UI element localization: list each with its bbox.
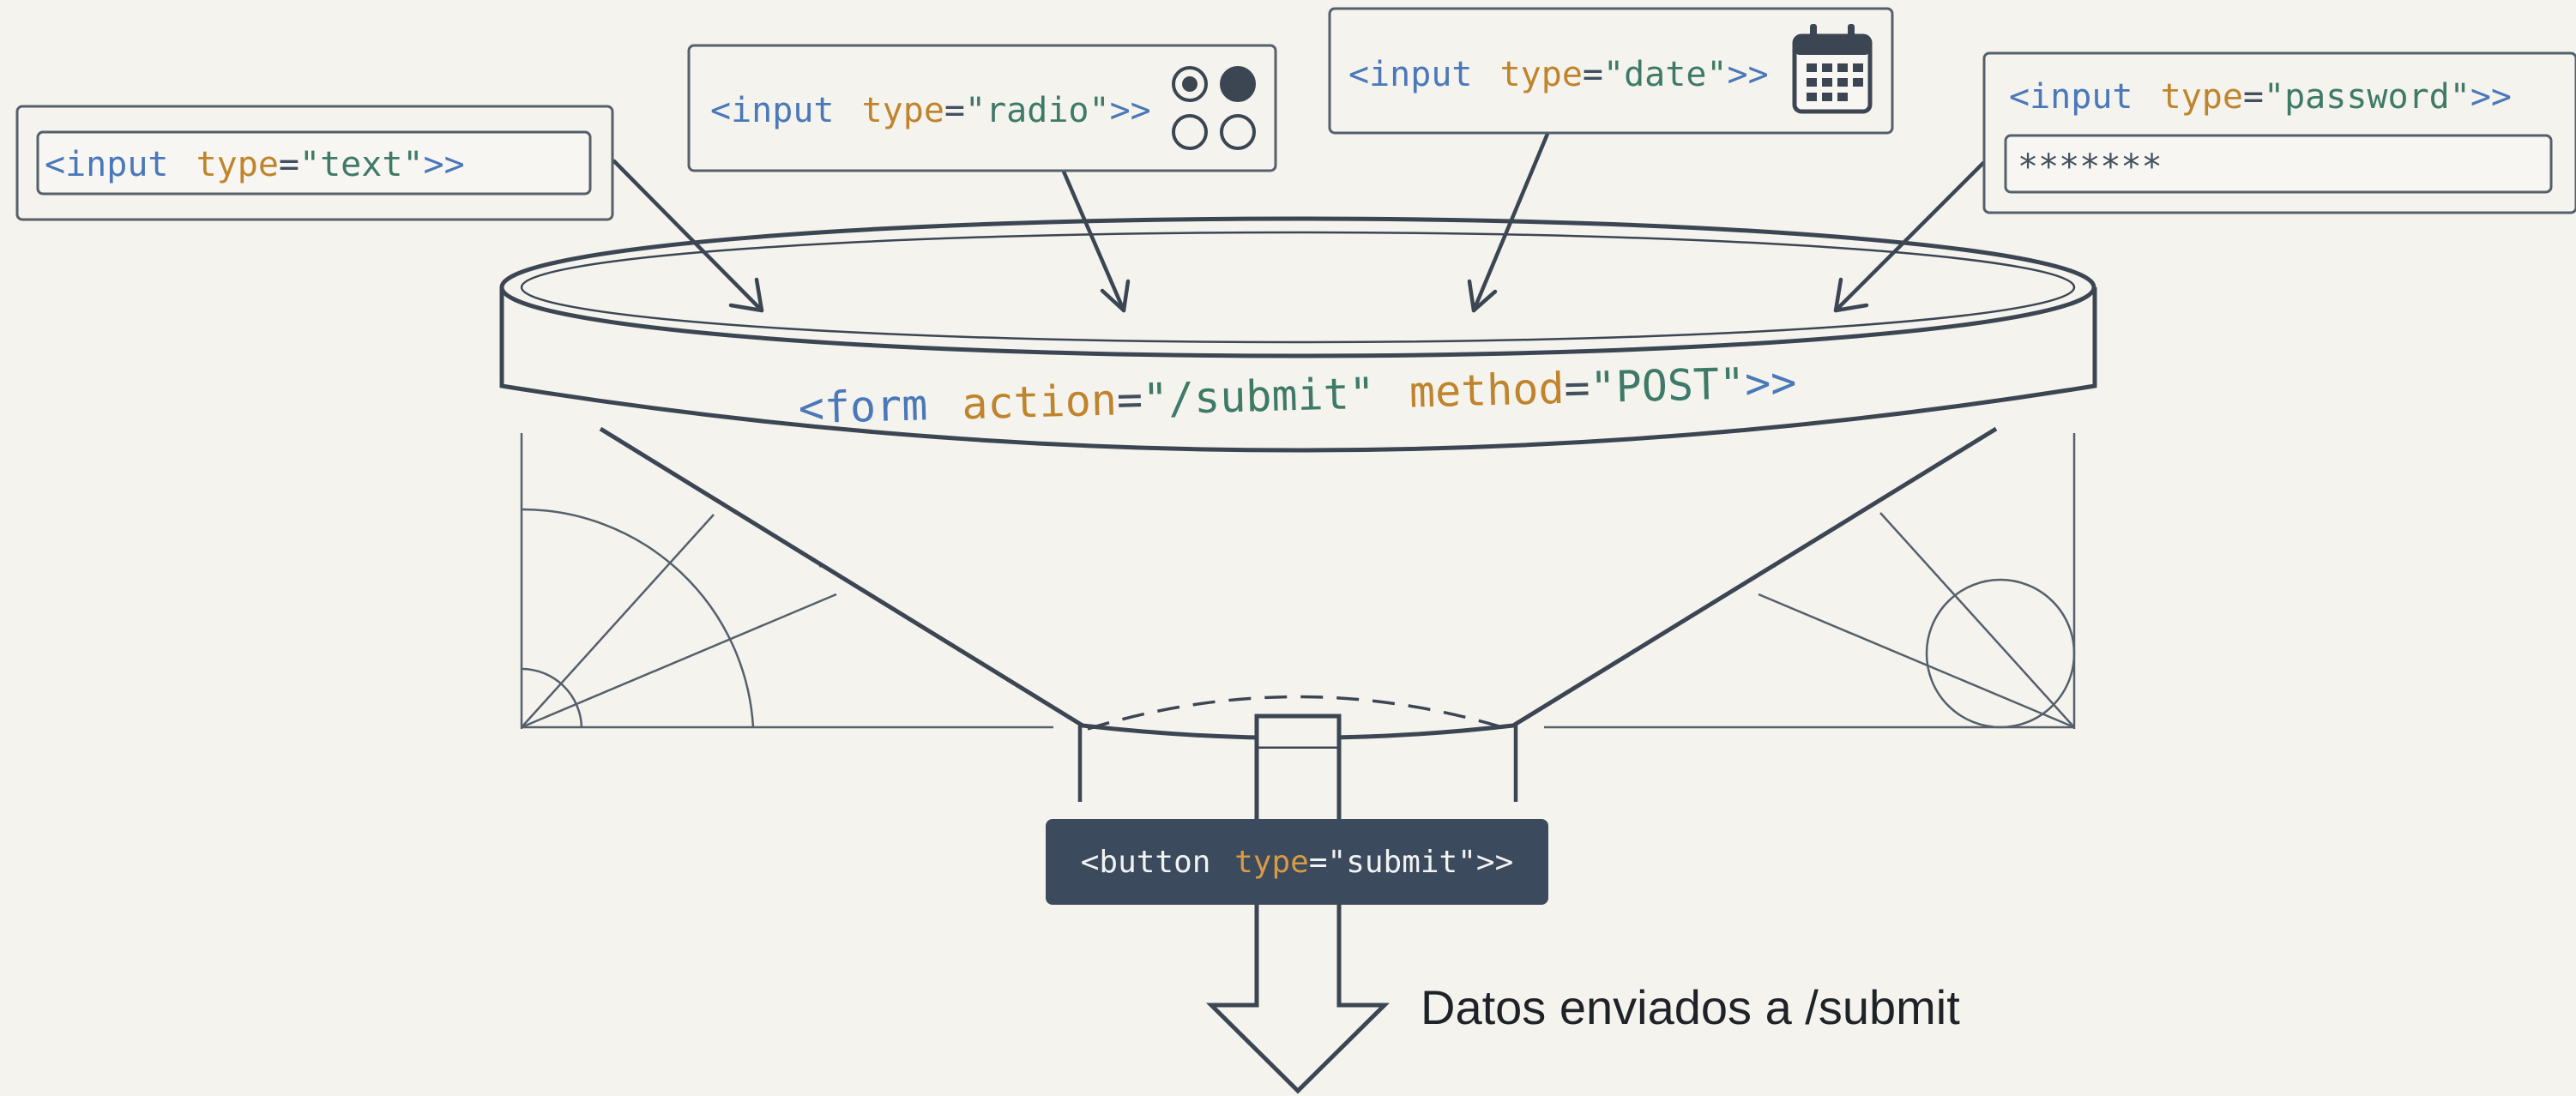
input-radio-label: <input type="radio">> (710, 91, 1151, 130)
form-tag-label: <form action="/submit" method="POST">> (798, 358, 1797, 433)
form-tag: <form (798, 380, 928, 433)
radio-empty-icon[interactable] (1220, 114, 1256, 150)
form-action-attr: action (962, 376, 1118, 430)
input-date-card: <input type="date">> (1328, 7, 1894, 135)
input-password-label: <input type="password">> (2009, 77, 2512, 117)
input-date-label: <input type="date">> (1348, 55, 1769, 94)
radio-filled-icon[interactable] (1220, 66, 1256, 102)
funnel (499, 216, 2097, 802)
submit-button[interactable]: <button type="submit">> (1046, 819, 1548, 905)
submit-button-label: <button type="submit">> (1081, 845, 1514, 880)
form-method-attr: method (1409, 364, 1565, 418)
down-arrow-icon (1205, 749, 1391, 1094)
output-arrow (1205, 714, 1391, 1094)
arrow-password-to-form (1833, 160, 1986, 313)
radio-options (1172, 66, 1256, 150)
input-password-card: <input type="password">> ******* (1982, 51, 2576, 214)
calendar-icon (1792, 24, 1873, 114)
input-radio-card: <input type="radio">> (687, 44, 1277, 172)
form-action-value: "/submit" (1142, 369, 1375, 425)
input-text-label: <input type="text">> (45, 145, 465, 184)
form-close: >> (1744, 358, 1797, 409)
arrow-text-to-form (612, 159, 764, 313)
output-caption: Datos enviados a /submit (1421, 980, 1960, 1034)
input-text-card: <input type="text">> (15, 105, 614, 221)
radio-empty-icon[interactable] (1172, 114, 1208, 150)
password-mask: ******* (2018, 148, 2163, 187)
arrow-radio-to-form (1061, 169, 1131, 313)
password-field (2004, 134, 2553, 194)
input-arrows (612, 131, 1986, 313)
form-method-value: "POST" (1590, 358, 1746, 413)
arrow-date-to-form (1467, 131, 1550, 313)
radio-selected-dot (1182, 76, 1198, 92)
